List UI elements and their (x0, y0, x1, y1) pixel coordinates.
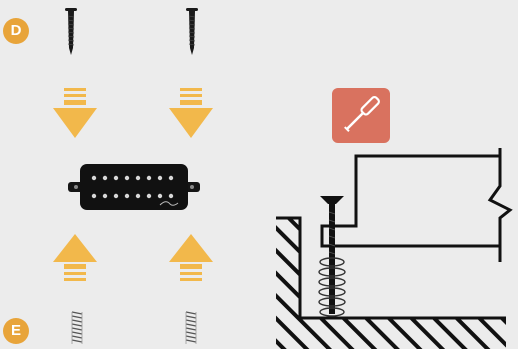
guitar-body-cross-section (276, 216, 506, 349)
down-arrow-right (169, 88, 213, 138)
screwdriver-tool-box (332, 88, 390, 143)
height-screw (320, 196, 344, 314)
down-arrow-left (53, 88, 97, 138)
pickup-ring-cross-section (320, 148, 513, 262)
step-d-badge: D (3, 18, 29, 44)
up-arrow-right (169, 234, 213, 281)
screw-right (186, 8, 198, 55)
spring-left (71, 311, 83, 344)
screwdriver-icon (344, 96, 380, 132)
screw-left (65, 8, 77, 55)
up-arrow-left (53, 234, 97, 281)
step-e-badge: E (3, 318, 29, 344)
pickup (68, 164, 200, 210)
height-spring (318, 257, 346, 317)
spring-right (185, 311, 197, 344)
